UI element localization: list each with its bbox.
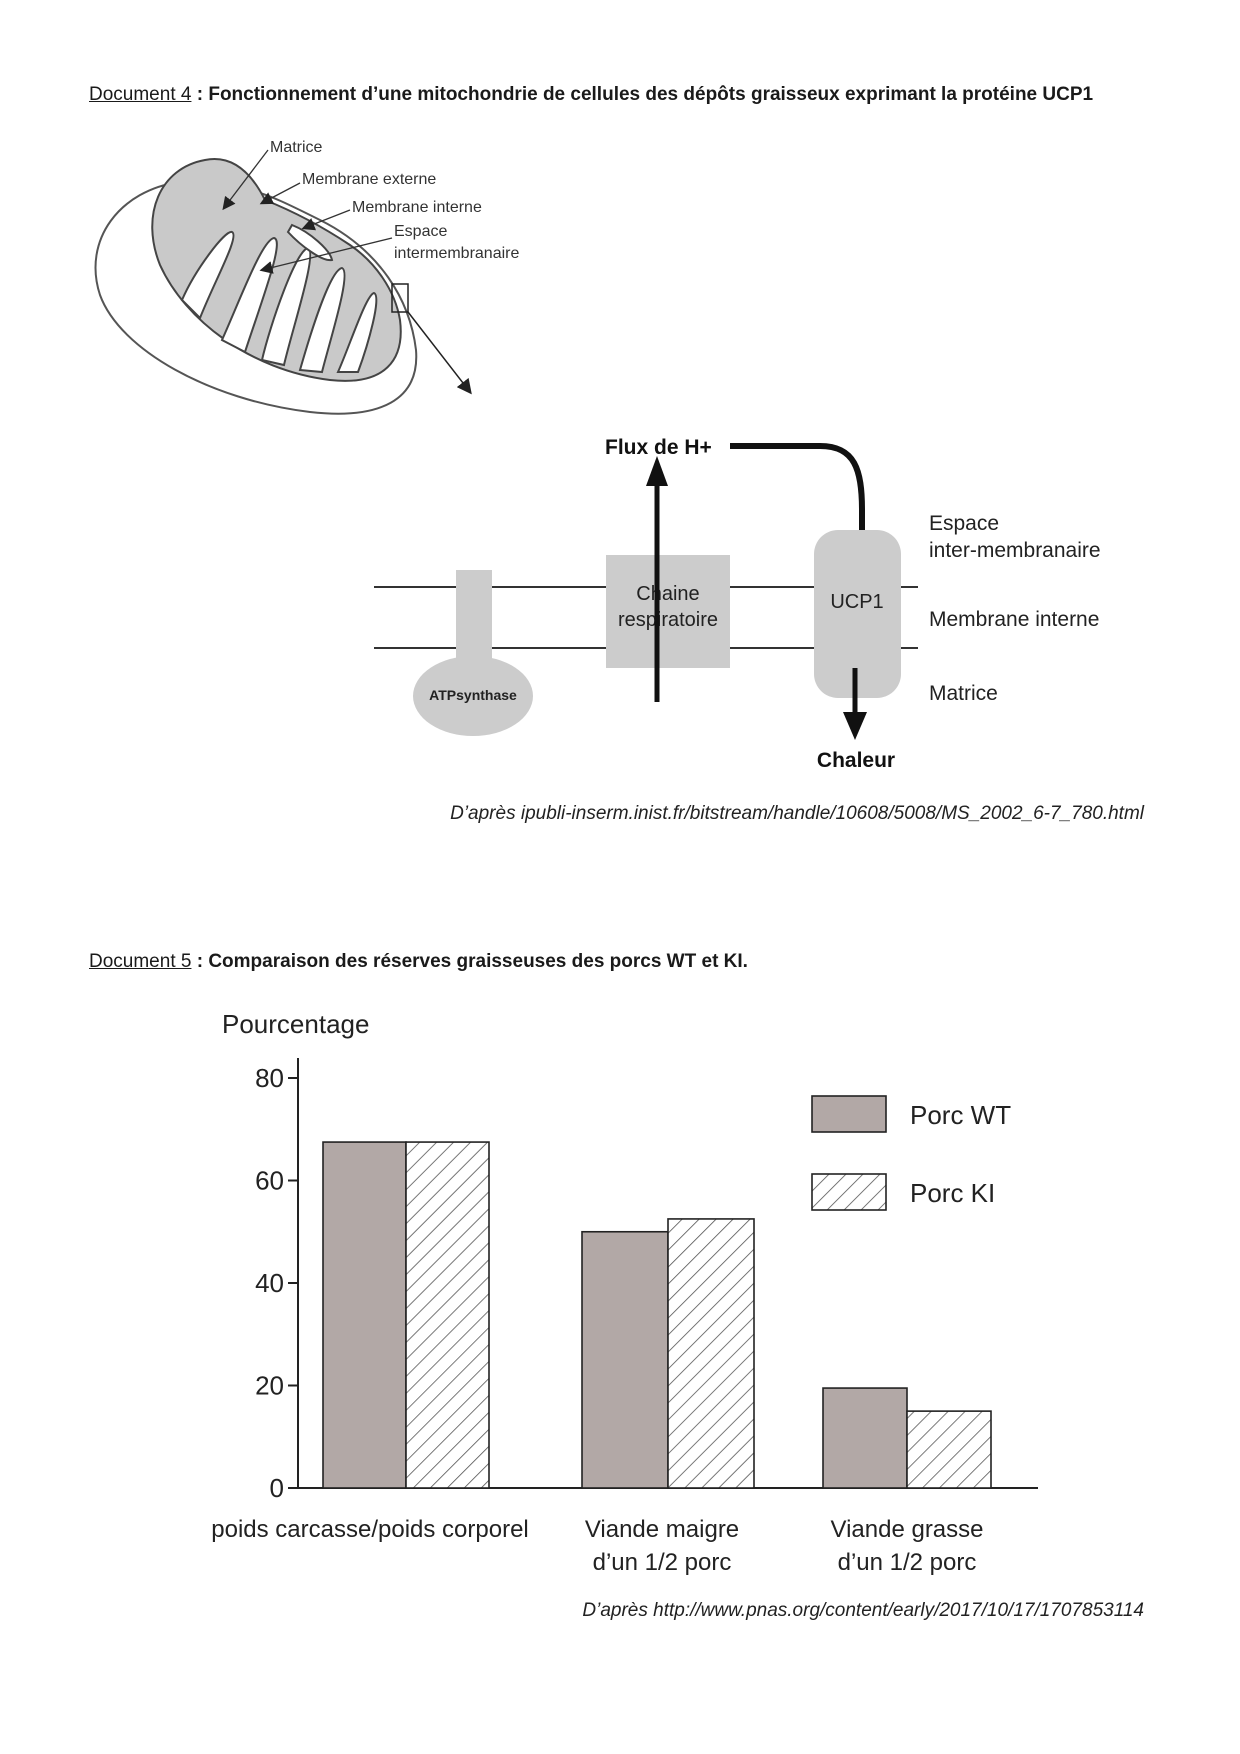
legend-label-wt: Porc WT	[910, 1100, 1011, 1130]
bar-ki-2	[906, 1410, 992, 1489]
y-tick-label: 60	[255, 1166, 284, 1196]
membrane-detail: ATPsynthase Chaine respiratoire Flux de …	[374, 436, 1101, 772]
y-axis-label: Pourcentage	[222, 1009, 369, 1039]
flux-h-label: Flux de H+	[605, 436, 712, 459]
espace-intermembranaire-line1: Espace	[929, 512, 999, 535]
label-membrane-externe: Membrane externe	[302, 171, 436, 188]
y-tick-label: 0	[270, 1473, 284, 1503]
x-category-label: Viande grasse	[831, 1516, 984, 1543]
x-category-label: poids carcasse/poids corporel	[211, 1516, 529, 1543]
x-category-label: d’un 1/2 porc	[593, 1549, 732, 1576]
atp-synthase-head	[413, 656, 533, 736]
fat-reserves-bar-chart: Pourcentage 0 20 40 60 80 poids carcasse/poi…	[211, 1009, 1038, 1576]
chart-legend: Porc WT Porc KI	[811, 1095, 1011, 1211]
x-category-label: d’un 1/2 porc	[838, 1549, 977, 1576]
chaine-label-line1: Chaine	[636, 583, 699, 605]
chart-x-labels: poids carcasse/poids corporel Viande maig…	[211, 1516, 983, 1576]
bar-ki-0	[405, 1141, 490, 1489]
y-tick-label: 40	[255, 1268, 284, 1298]
ucp1-label: UCP1	[830, 591, 883, 613]
mito-label-pointers	[222, 149, 393, 274]
proton-flux-curve	[730, 443, 865, 535]
membrane-interne-label: Membrane interne	[929, 608, 1099, 631]
document-4-title: : Fonctionnement d’une mitochondrie de c…	[191, 84, 1094, 105]
label-espace-line2: intermembranaire	[394, 245, 519, 262]
espace-intermembranaire-line2: inter-membranaire	[929, 539, 1101, 562]
legend-swatch-wt	[811, 1095, 887, 1133]
document-4-source: D’après ipubli-inserm.inist.fr/bitstream…	[450, 803, 1144, 824]
zoom-region-box	[391, 283, 409, 313]
document-4-heading: Document 4 : Fonctionnement d’une mitoch…	[89, 84, 1149, 106]
chaleur-label: Chaleur	[817, 749, 895, 772]
proton-pump-arrowhead	[646, 456, 668, 486]
bar-wt-2	[822, 1387, 908, 1489]
label-espace-line1: Espace	[394, 223, 447, 240]
zoom-arrow	[407, 311, 472, 395]
document-5-label: Document 5	[89, 951, 192, 972]
y-tick-label: 80	[255, 1063, 284, 1093]
chaleur-arrowhead	[843, 712, 867, 740]
mitochondria-cristae	[180, 223, 378, 374]
label-matrice: Matrice	[270, 139, 323, 156]
document-5-source: D’après http://www.pnas.org/content/earl…	[582, 1600, 1144, 1621]
chaine-label-line2: respiratoire	[618, 609, 718, 631]
matrice-label: Matrice	[929, 682, 998, 705]
atp-synthase-label: ATPsynthase	[429, 687, 517, 703]
chart-bars	[322, 1141, 992, 1489]
bar-wt-0	[322, 1141, 407, 1489]
document-5-title: : Comparaison des réserves graisseuses d…	[191, 951, 748, 972]
chaine-respiratoire-box	[606, 555, 730, 668]
legend-label-ki: Porc KI	[910, 1178, 995, 1208]
y-tick-label: 20	[255, 1371, 284, 1401]
x-category-label: Viande maigre	[585, 1516, 739, 1543]
bar-ki-1	[667, 1218, 755, 1489]
legend-swatch-ki	[811, 1173, 887, 1211]
ucp1-protein	[814, 530, 901, 698]
bar-wt-1	[581, 1230, 669, 1489]
document-4-label: Document 4	[89, 84, 192, 105]
document-5-heading: Document 5 : Comparaison des réserves gr…	[89, 951, 1149, 973]
mitochondria-diagram: Matrice Membrane externe Membrane intern…	[94, 139, 1101, 772]
label-membrane-interne: Membrane interne	[352, 199, 482, 216]
